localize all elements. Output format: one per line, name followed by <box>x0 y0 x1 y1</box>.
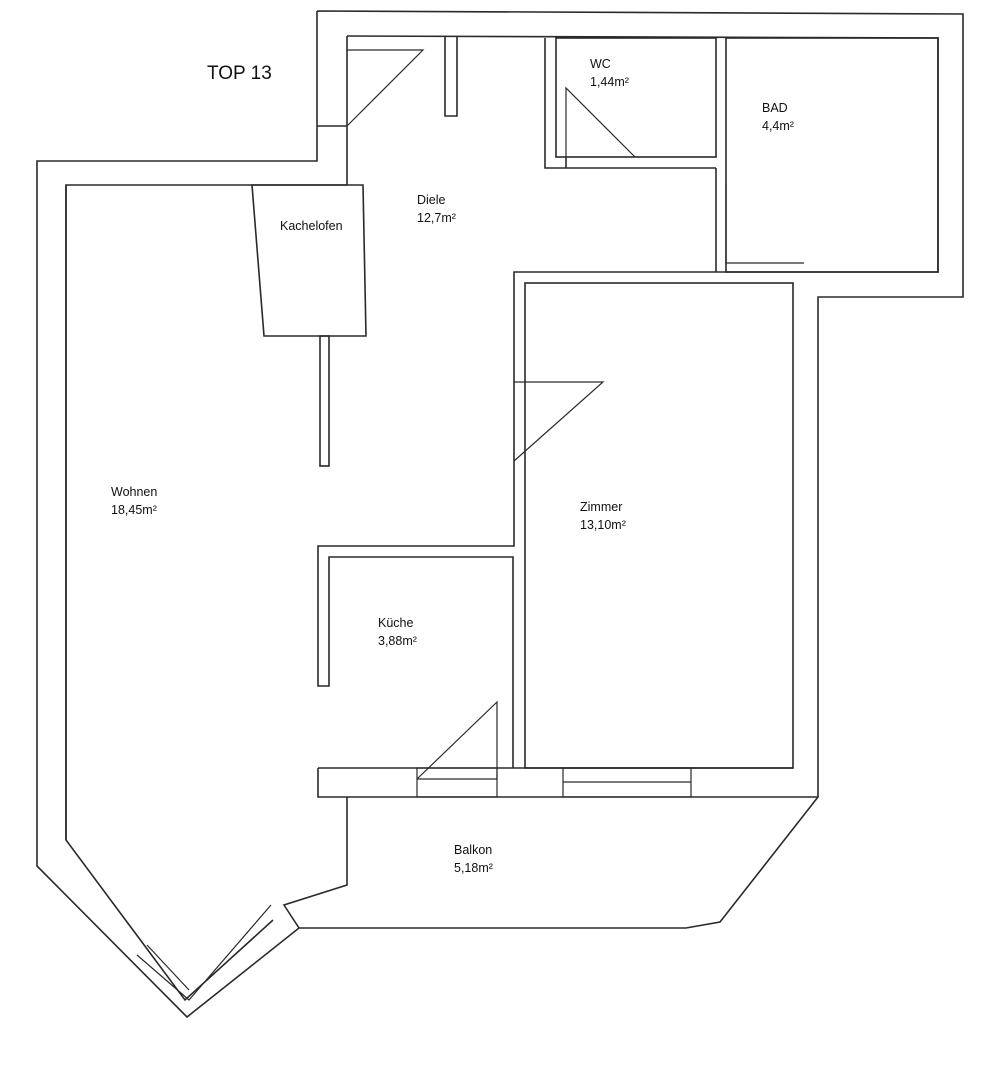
kueche-area: 3,88m² <box>378 634 417 648</box>
zimmer-name: Zimmer <box>580 500 622 514</box>
bad-name: BAD <box>762 101 788 115</box>
wohnen-name: Wohnen <box>111 485 157 499</box>
balkon-outline <box>282 797 348 929</box>
zimmer-door <box>513 381 605 462</box>
kueche-door <box>416 700 498 780</box>
wc-area: 1,44m² <box>590 75 629 89</box>
bad-area: 4,4m² <box>762 119 794 133</box>
zimmer-room <box>524 282 794 769</box>
diele-name: Diele <box>417 193 446 207</box>
bad-room <box>725 37 939 273</box>
bad-door <box>725 184 804 264</box>
left-wall-inner <box>65 184 347 1002</box>
entrance-door <box>346 49 425 127</box>
diele-area: 12,7m² <box>417 211 456 225</box>
outer-wall-inner <box>346 35 939 273</box>
balkon-area: 5,18m² <box>454 861 493 875</box>
balkon-name: Balkon <box>454 843 492 857</box>
bay-window <box>136 904 272 1001</box>
kachelofen-stove <box>251 184 367 337</box>
south-wall-inner <box>317 768 347 798</box>
kachelofen-name: Kachelofen <box>280 219 343 233</box>
zimmer-area: 13,10m² <box>580 518 626 532</box>
wc-door <box>565 86 636 158</box>
wohnen-area: 18,45m² <box>111 503 157 517</box>
wc-outer-wall <box>544 38 716 169</box>
kachelofen-partition <box>319 335 330 467</box>
window-kueche <box>416 767 498 798</box>
bay-window-inner <box>146 944 190 991</box>
outer-wall-outline <box>36 10 964 1019</box>
wc-name: WC <box>590 57 611 71</box>
plan-title: TOP 13 <box>207 63 272 84</box>
wc-room <box>555 37 717 158</box>
kueche-name: Küche <box>378 616 413 630</box>
zimmer-wall-outer <box>317 271 716 768</box>
diele-pillar <box>444 36 458 117</box>
